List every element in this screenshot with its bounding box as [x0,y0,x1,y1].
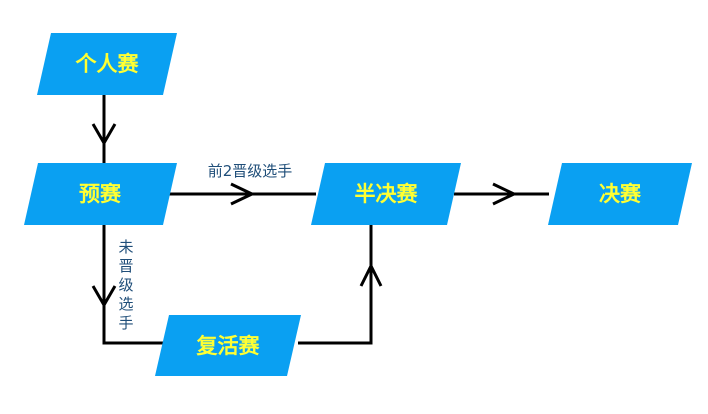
edge-label-char: 晋 [118,257,133,275]
edge-label-top2-advance: 前2晋级选手 [208,162,293,180]
node-repechage-label: 复活赛 [196,334,261,358]
edge-repechage-to-semifinal [298,225,373,345]
arrowhead-down-icon [91,123,117,146]
edge-label-char: 选 [118,295,133,313]
edge-label-not-advanced: 未晋级选手 [118,238,133,332]
node-final-label: 决赛 [599,182,642,206]
arrowhead-down-icon [91,285,117,308]
node-individual-label: 个人赛 [76,52,140,76]
edge-label-char: 未 [118,238,133,256]
arrowhead-right-icon [492,182,518,206]
node-individual: 个人赛 [37,33,177,95]
edge-prelim-to-repechage [102,225,163,345]
node-prelim: 预赛 [24,163,177,225]
edge-label-char: 手 [118,314,133,332]
node-semifinal: 半决赛 [311,163,461,225]
node-repechage: 复活赛 [155,315,301,376]
node-prelim-label: 预赛 [79,182,122,206]
node-final: 决赛 [548,163,692,225]
node-semifinal-label: 半决赛 [355,182,419,206]
arrowhead-right-icon [230,182,256,206]
edge-label-char: 级 [118,276,133,294]
arrowhead-up-icon [359,262,383,287]
